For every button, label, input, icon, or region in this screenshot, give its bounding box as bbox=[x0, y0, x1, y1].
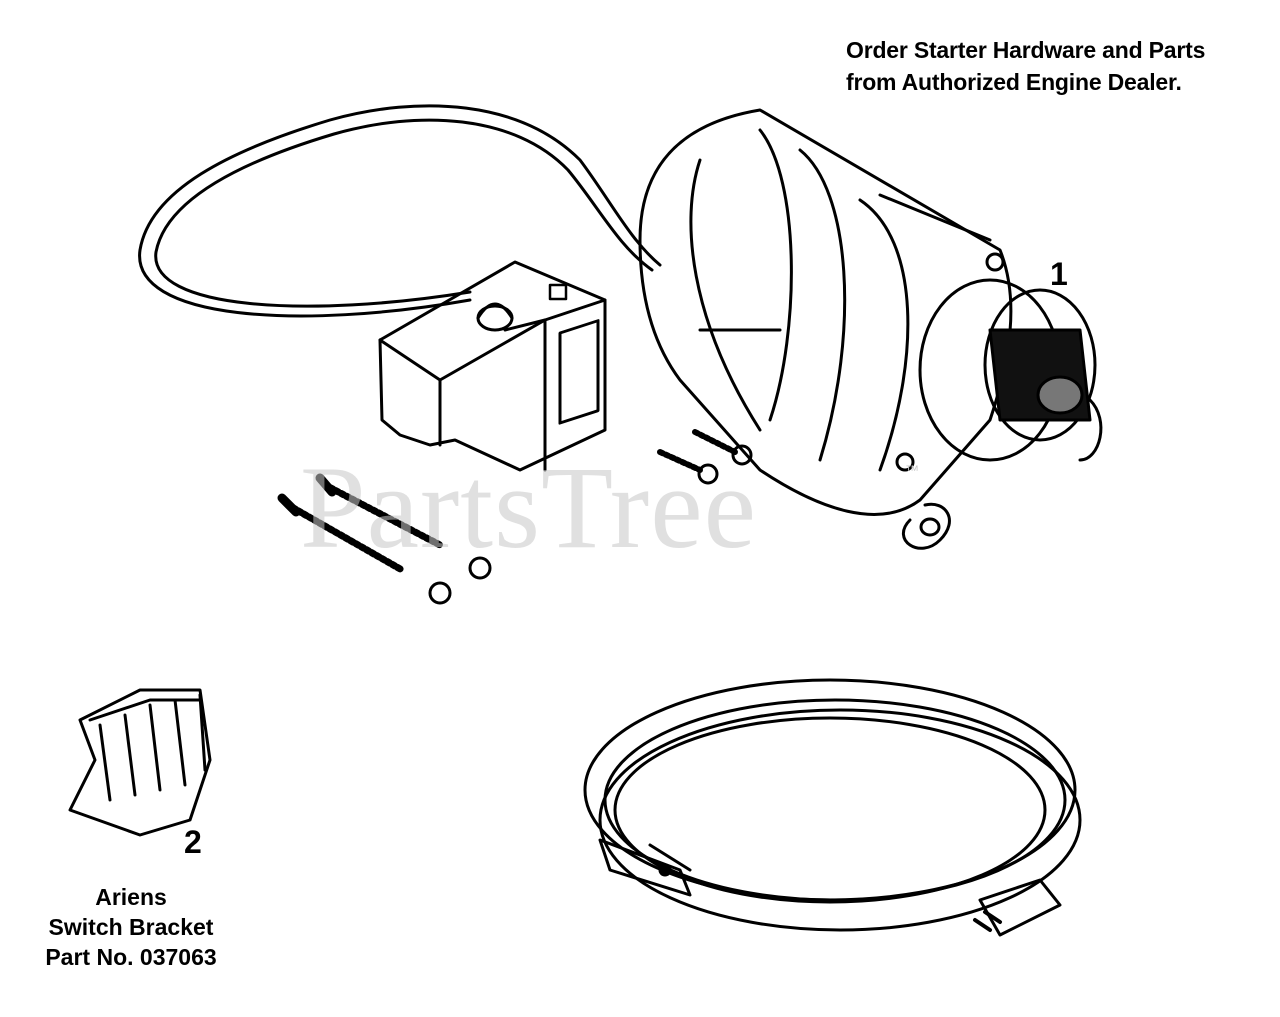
long-bolts bbox=[277, 473, 492, 605]
starter-motor bbox=[638, 108, 1103, 550]
dealer-note-line-1: Order Starter Hardware and Parts bbox=[846, 37, 1206, 63]
bracket-caption-line-3: Part No. 037063 bbox=[45, 944, 217, 970]
switch-box bbox=[378, 260, 607, 472]
switch-bracket bbox=[68, 688, 212, 837]
bracket-caption-line-2: Switch Bracket bbox=[48, 914, 214, 940]
mounting-screws bbox=[657, 429, 753, 485]
dealer-note: Order Starter Hardware and Parts from Au… bbox=[846, 34, 1205, 98]
bracket-caption-line-1: Ariens bbox=[95, 884, 167, 910]
watermark-trademark: ™ bbox=[905, 462, 919, 478]
callout-1: 1 bbox=[1050, 256, 1068, 292]
callout-2: 2 bbox=[184, 824, 202, 860]
bracket-caption: Ariens Switch Bracket Part No. 037063 bbox=[36, 882, 226, 972]
dealer-note-line-2: from Authorized Engine Dealer. bbox=[846, 69, 1182, 95]
starter-cable bbox=[138, 104, 662, 318]
extension-cord bbox=[583, 678, 1082, 937]
